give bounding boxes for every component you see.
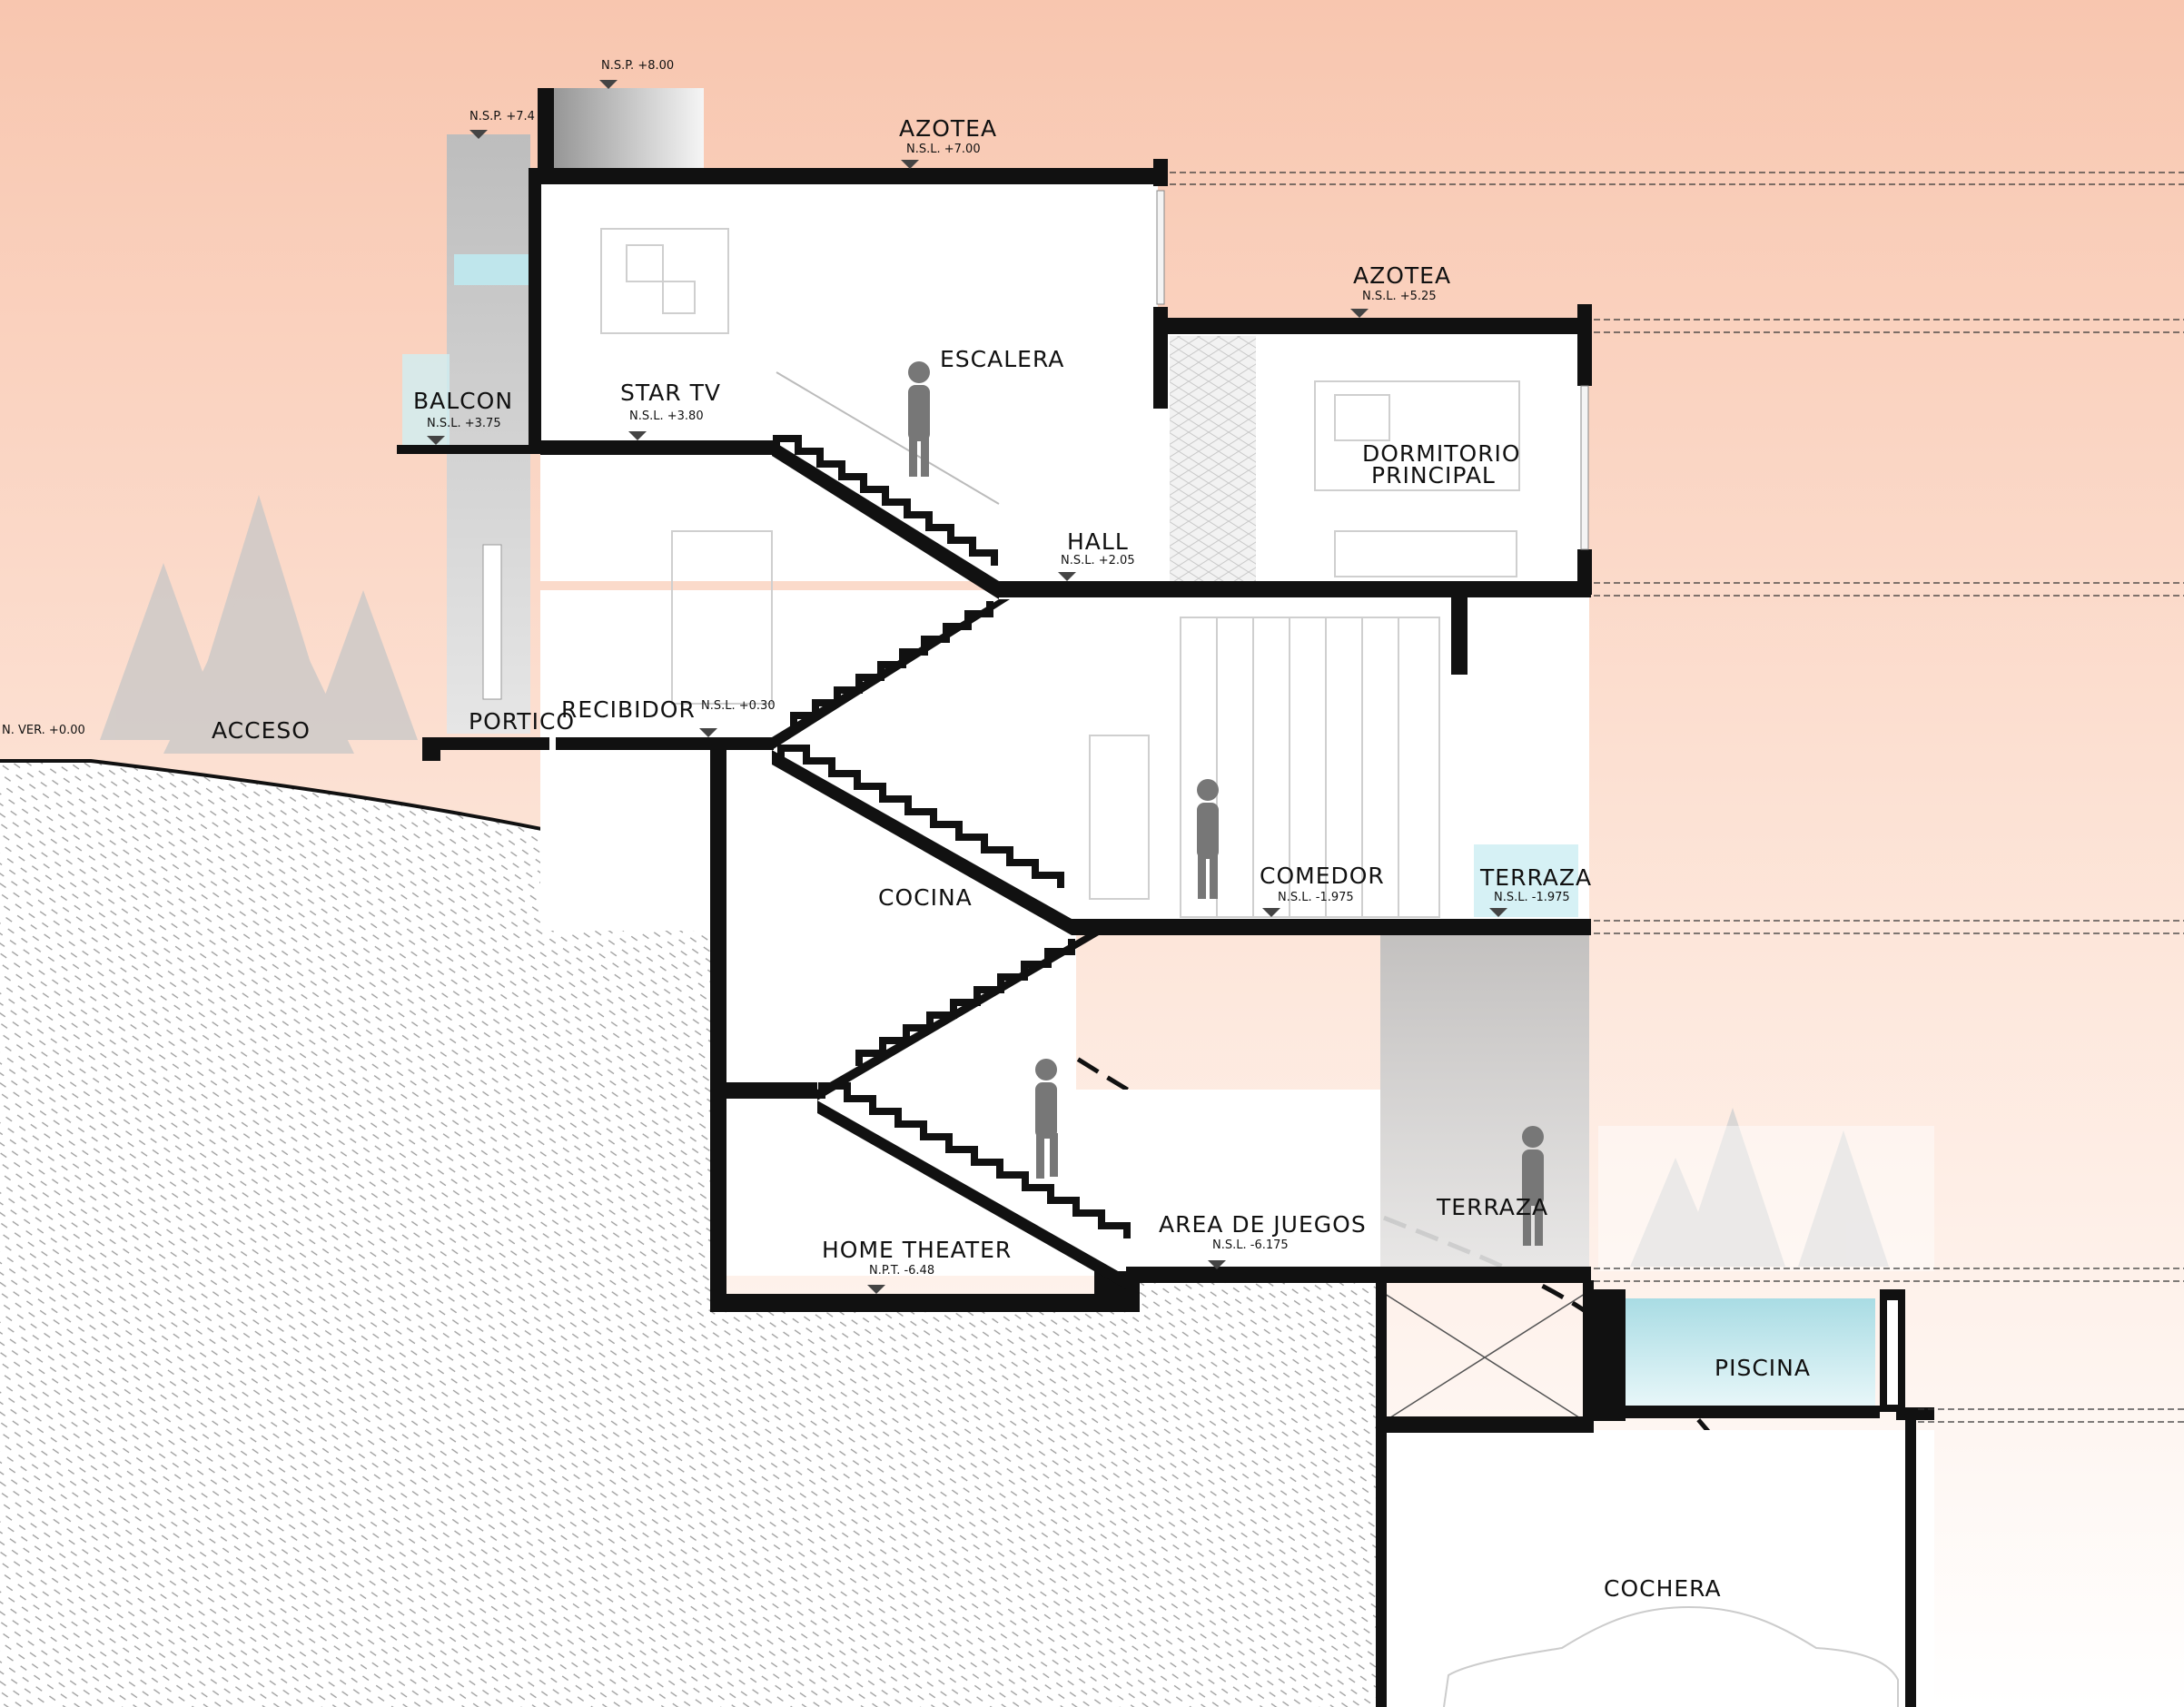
upper-floor-interior bbox=[540, 173, 1158, 581]
label-azotea-top: AZOTEA bbox=[899, 115, 997, 142]
light-well bbox=[1598, 1126, 1934, 1271]
void-cross bbox=[1384, 1293, 1586, 1422]
level-star-tv: N.S.L. +3.80 bbox=[629, 409, 704, 423]
stair-handrail bbox=[776, 371, 1000, 505]
level-home-theater: N.P.T. -6.48 bbox=[869, 1264, 934, 1278]
brick-column bbox=[1170, 336, 1256, 581]
level-nsp-74: N.S.P. +7.4 bbox=[469, 110, 535, 123]
level-reference-lines bbox=[1170, 172, 2184, 1423]
level-nsp-800: N.S.P. +8.00 bbox=[601, 59, 674, 73]
label-hall: HALL bbox=[1067, 528, 1129, 555]
terraza-glass bbox=[1474, 844, 1578, 917]
level-terraza-upper: N.S.L. -1.975 bbox=[1494, 891, 1570, 904]
roof-box bbox=[540, 88, 704, 168]
label-home-theater: HOME THEATER bbox=[822, 1237, 1012, 1263]
label-cochera: COCHERA bbox=[1604, 1575, 1722, 1602]
label-star-tv: STAR TV bbox=[620, 380, 721, 406]
pool-water bbox=[1626, 1298, 1875, 1407]
label-comedor: COMEDOR bbox=[1260, 863, 1385, 889]
label-balcon: BALCON bbox=[413, 388, 513, 414]
label-piscina: PISCINA bbox=[1715, 1355, 1811, 1381]
level-balcon: N.S.L. +3.75 bbox=[427, 417, 501, 430]
level-markers bbox=[427, 80, 1507, 1294]
label-escalera: ESCALERA bbox=[940, 346, 1064, 372]
stair-treads bbox=[773, 435, 1131, 1238]
label-azotea-mid: AZOTEA bbox=[1353, 262, 1451, 289]
label-recibidor: RECIBIDOR bbox=[561, 696, 696, 723]
structure-walls bbox=[397, 88, 1934, 1707]
trees-right bbox=[1630, 1108, 1889, 1267]
cochera-interior bbox=[1380, 1430, 1934, 1707]
label-portico: PORTICO bbox=[469, 708, 575, 735]
window-dormitorio bbox=[1580, 385, 1589, 550]
label-cocina: COCINA bbox=[878, 884, 973, 911]
balcon-glass bbox=[402, 354, 450, 445]
level-azotea-mid: N.S.L. +5.25 bbox=[1362, 290, 1437, 303]
car-outline bbox=[1443, 1605, 1899, 1707]
level-ground: N. VER. +0.00 bbox=[2, 724, 85, 737]
person-silhouettes bbox=[908, 361, 1544, 1246]
label-dormitorio-1: DORMITORIO bbox=[1362, 440, 1521, 467]
label-terraza-upper: TERRAZA bbox=[1479, 864, 1592, 891]
level-area-juegos: N.S.L. -6.175 bbox=[1212, 1238, 1289, 1252]
window-top-right bbox=[1156, 190, 1165, 305]
level-azotea-top: N.S.L. +7.00 bbox=[906, 143, 981, 156]
cocina-interior bbox=[717, 749, 1076, 1090]
level-recibidor: N.S.L. +0.30 bbox=[701, 699, 776, 713]
level-comedor: N.S.L. -1.975 bbox=[1278, 891, 1354, 904]
trees-left bbox=[100, 495, 418, 754]
terraza-shade bbox=[1380, 935, 1589, 1271]
label-area-juegos: AREA DE JUEGOS bbox=[1159, 1211, 1367, 1238]
label-terraza-lower: TERRAZA bbox=[1436, 1194, 1548, 1220]
label-dormitorio-2: PRINCIPAL bbox=[1371, 462, 1496, 488]
tower-window bbox=[454, 254, 530, 285]
label-acceso: ACCESO bbox=[212, 717, 311, 744]
furniture-outlines bbox=[600, 228, 1520, 918]
earth-hatch bbox=[0, 761, 1376, 1707]
pool-edge-slot bbox=[1887, 1300, 1898, 1405]
level-hall: N.S.L. +2.05 bbox=[1061, 554, 1135, 567]
tower-slot-window bbox=[482, 544, 502, 700]
stairs-upper bbox=[772, 440, 1126, 1289]
